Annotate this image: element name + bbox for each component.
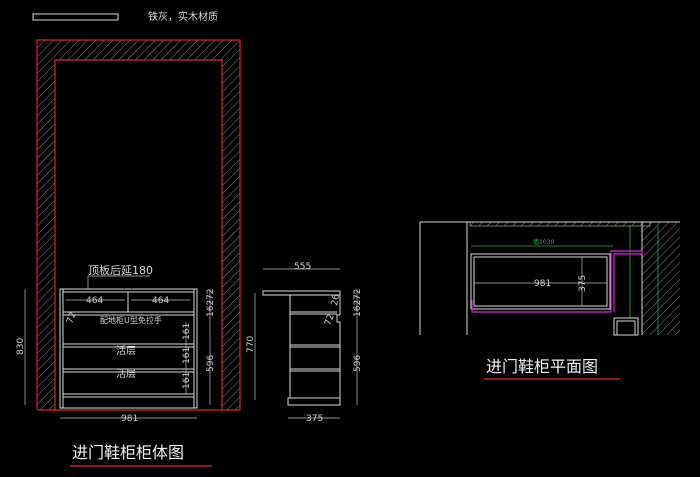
front-right-dim-72: 72 [206, 289, 216, 300]
drawer-width-right: 464 [152, 296, 169, 306]
side-height-dim: 770 [246, 336, 256, 353]
front-height-dim: 830 [16, 338, 26, 355]
drawer-width-left: 464 [86, 296, 103, 306]
plan-view [419, 221, 680, 336]
shelf-label-1: 活层 [116, 345, 136, 357]
shelf-spacing-1: 161 [182, 323, 192, 340]
side-right-dim-72: 72 [353, 289, 363, 300]
plan-depth-dim: 375 [578, 275, 588, 292]
side-right-dim-162: 162 [353, 300, 363, 317]
front-wall [36, 39, 241, 411]
plan-width-dim: 981 [534, 279, 551, 289]
handle-note: 配地柜U型免拉手 [100, 315, 162, 325]
side-right-dim-596: 596 [353, 355, 363, 372]
front-right-dim-596: 596 [206, 355, 216, 372]
front-cabinet [59, 288, 198, 409]
shelf-spacing-3: 161 [182, 372, 192, 389]
front-right-dim-162: 162 [206, 300, 216, 317]
top-board-note: 顶板后延180 [88, 263, 153, 277]
legend-swatch [32, 13, 119, 21]
side-cabinet [262, 290, 341, 406]
handle-height-front: 72 [65, 311, 78, 325]
legend-material-text: 铁灰，实木材质 [148, 10, 218, 23]
plan-view-title: 进门鞋柜平面图 [486, 357, 598, 376]
front-width-dim: 981 [121, 414, 138, 424]
side-handle-dim: 72 [323, 313, 336, 327]
side-top-depth-dim: 555 [294, 262, 311, 272]
shelf-label-2: 活层 [116, 368, 136, 380]
front-view-title: 进门鞋柜柜体图 [72, 443, 184, 462]
plan-wall-dim: 墙1030 [533, 238, 554, 246]
shelf-spacing-2: 161 [182, 347, 192, 364]
side-offset-dim: 26 [330, 293, 342, 306]
side-depth-dim: 375 [306, 414, 323, 424]
